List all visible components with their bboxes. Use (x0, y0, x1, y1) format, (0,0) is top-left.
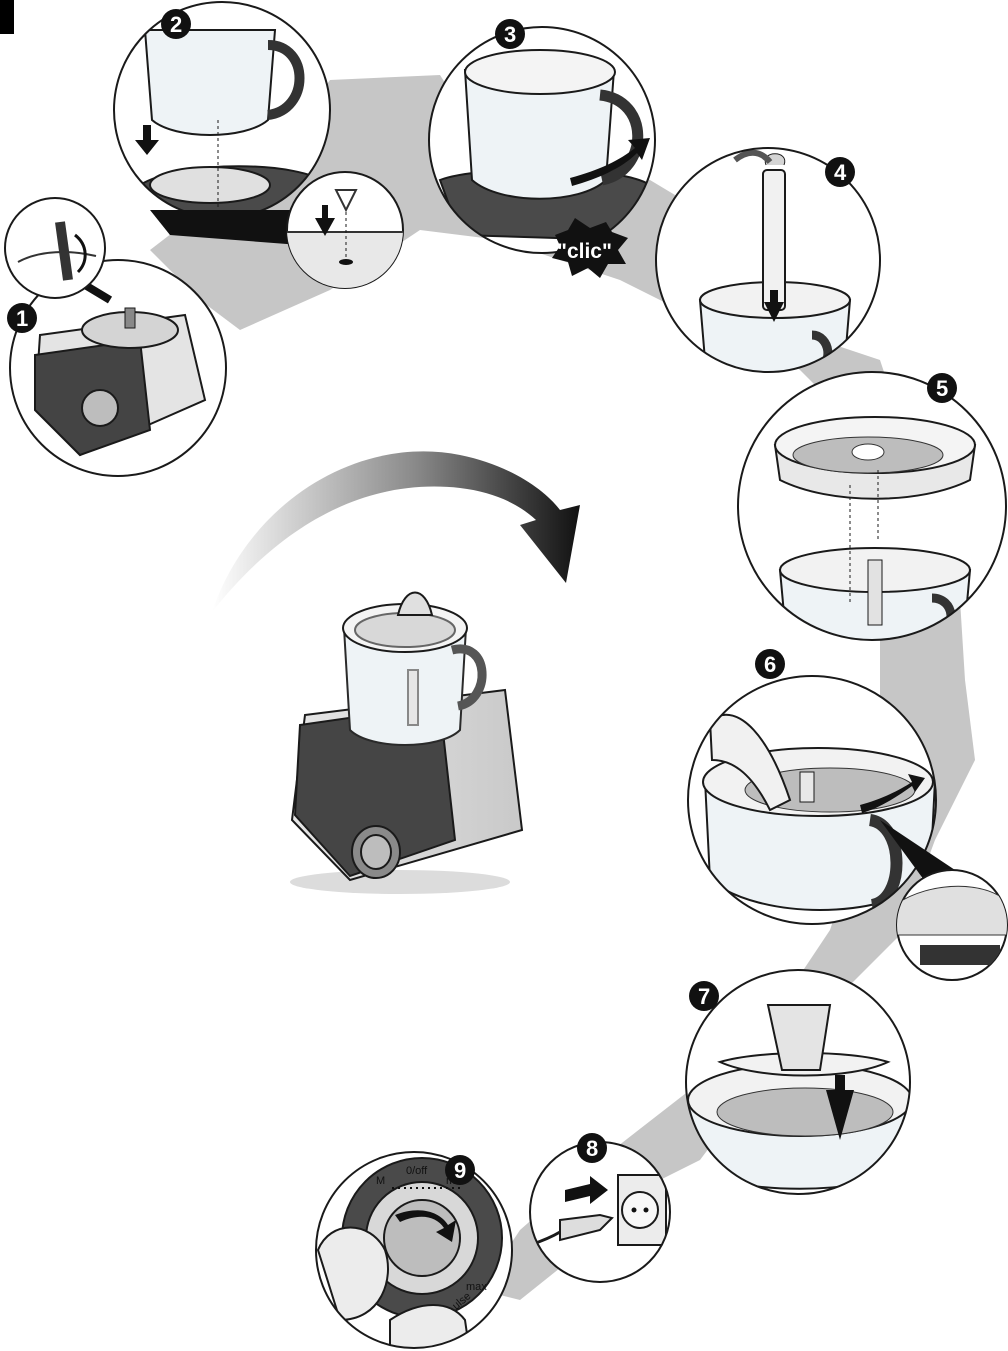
badge-6: 6 (755, 649, 785, 679)
badge-7: 7 (689, 981, 719, 1011)
badge-9: 9 (445, 1155, 475, 1185)
svg-text:6: 6 (764, 652, 776, 677)
svg-text:4: 4 (834, 160, 847, 185)
badge-5: 5 (927, 373, 957, 403)
step-9-speed-knob: M 0/off min max ulse (312, 1150, 517, 1351)
svg-text:7: 7 (698, 984, 710, 1009)
badge-4: 4 (825, 157, 855, 187)
dial-label-max: max (466, 1281, 487, 1293)
badge-2: 2 (161, 9, 191, 39)
corner-marker (0, 0, 14, 34)
step-5-strainer-basket (735, 370, 1008, 645)
badge-3: 3 (495, 19, 525, 49)
svg-text:1: 1 (16, 306, 28, 331)
step-3-turn-bowl: "clic" (420, 20, 660, 278)
dial-label-m: M (376, 1175, 385, 1187)
badge-1: 1 (7, 303, 37, 333)
rotation-arrow (212, 451, 580, 612)
svg-text:5: 5 (936, 376, 948, 401)
badge-8: 8 (577, 1133, 607, 1163)
clic-sound-label: "clic" (557, 240, 612, 263)
svg-text:3: 3 (504, 22, 516, 47)
step-4-insert-spindle (650, 145, 890, 385)
food-processor-assembled (290, 593, 522, 895)
svg-text:2: 2 (170, 12, 182, 37)
svg-text:9: 9 (454, 1158, 466, 1183)
dial-label-off: 0/off (406, 1165, 428, 1177)
svg-text:8: 8 (586, 1136, 598, 1161)
